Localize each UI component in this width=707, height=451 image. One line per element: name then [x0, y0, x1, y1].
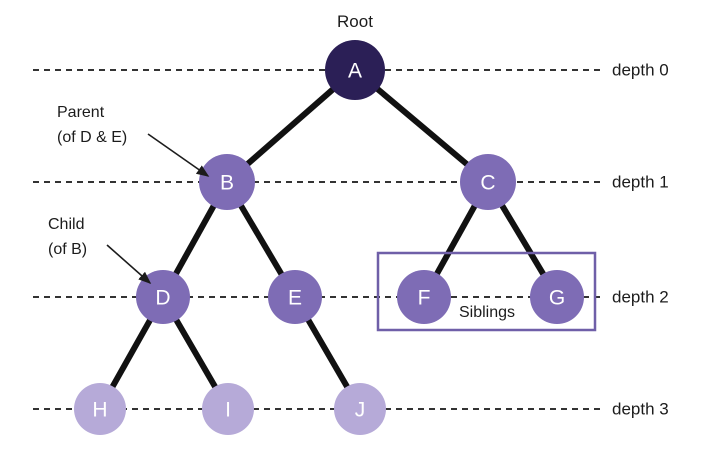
tree-node-b[interactable]: B — [199, 154, 255, 210]
tree-node-c[interactable]: C — [460, 154, 516, 210]
node-circle-g — [530, 270, 584, 324]
annotation-parent-arrow-icon — [147, 133, 210, 177]
node-label-a: A — [348, 60, 362, 83]
annotation-parent-line1: Parent — [57, 104, 105, 121]
tree-nodes: A B C D E F G H I J Siblings — [74, 40, 584, 435]
node-label-d: D — [155, 287, 170, 310]
depth-guide-lines: depth 0 depth 1 depth 2 depth 3 — [33, 61, 669, 419]
node-label-h: H — [92, 399, 107, 422]
callout-annotations: Parent (of D & E) Child (of B) — [48, 104, 210, 285]
tree-node-a[interactable]: A — [325, 40, 385, 100]
edge-D-H — [109, 317, 154, 390]
node-label-e: E — [288, 287, 302, 310]
tree-node-e[interactable]: E — [268, 270, 322, 324]
node-label-g: G — [549, 287, 565, 310]
node-label-f: F — [418, 287, 431, 310]
tree-node-h[interactable]: H — [74, 383, 126, 435]
siblings-group-box — [376, 251, 597, 332]
tree-node-i[interactable]: I — [202, 383, 254, 435]
depth-label-0: depth 0 — [612, 61, 669, 80]
siblings-caption: Siblings — [459, 304, 515, 321]
edge-C-F — [433, 203, 478, 277]
tree-node-j[interactable]: J — [334, 383, 386, 435]
node-circle-j — [334, 383, 386, 435]
node-label-b: B — [220, 172, 234, 195]
node-circle-i — [202, 383, 254, 435]
node-circle-a — [325, 40, 385, 100]
annotation-parent-line2: (of D & E) — [57, 129, 127, 146]
node-label-c: C — [480, 172, 495, 195]
siblings-box-outline — [376, 251, 597, 332]
edge-C-G — [498, 202, 547, 278]
edge-E-J — [304, 317, 351, 390]
node-circle-b — [199, 154, 255, 210]
edge-A-C — [374, 85, 471, 168]
tree-node-g[interactable]: G — [530, 270, 584, 324]
node-label-j: J — [355, 399, 366, 422]
edge-D-I — [172, 317, 219, 390]
annotation-child-line1: Child — [48, 216, 84, 233]
node-label-i: I — [225, 399, 231, 422]
annotation-child-arrow-icon — [106, 244, 152, 285]
node-circle-c — [460, 154, 516, 210]
tree-node-f[interactable]: F — [397, 270, 451, 324]
node-circle-f — [397, 270, 451, 324]
annotation-child-line2: (of B) — [48, 241, 87, 258]
edge-A-B — [244, 86, 336, 168]
tree-edges — [109, 85, 547, 390]
edge-B-E — [237, 202, 285, 278]
node-circle-h — [74, 383, 126, 435]
root-caption: Root — [337, 12, 373, 31]
depth-label-3: depth 3 — [612, 400, 669, 419]
depth-label-2: depth 2 — [612, 288, 669, 307]
depth-label-1: depth 1 — [612, 173, 669, 192]
node-circle-e — [268, 270, 322, 324]
edge-B-D — [172, 203, 217, 277]
